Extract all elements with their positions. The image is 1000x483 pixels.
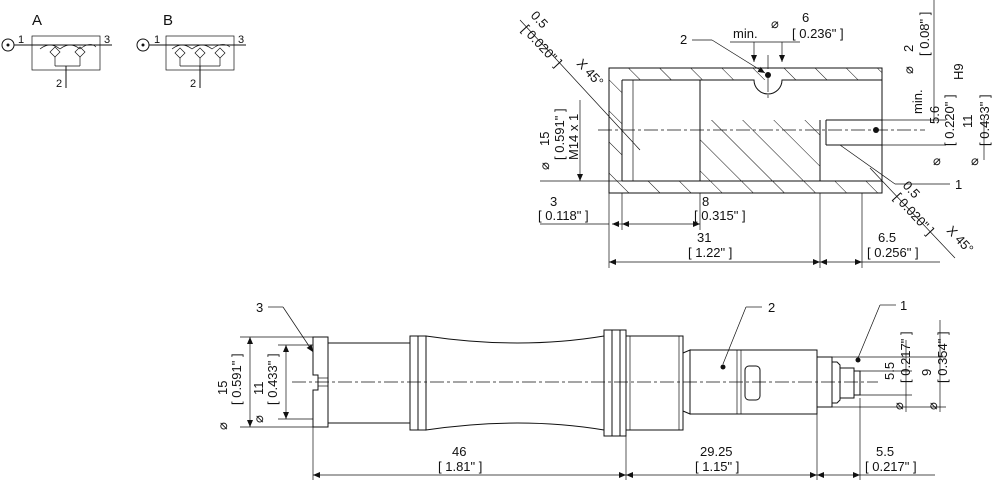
symbol-a-label: A [32,12,42,29]
valve-len2925-in: [ 1.15" ] [695,459,739,474]
valve-diam55-in: [ 0.217" ] [898,331,913,383]
valve-slot [744,365,761,401]
symbol-b-port-1: 1 [154,34,160,46]
min56-mm: 5.6 [927,106,942,124]
cavity-callout-1: 1 [955,177,962,192]
symbol-a-port-2: 2 [56,78,62,90]
depth3-in: [ 0.118" ] [538,208,589,223]
symbol-a-port-3: 3 [104,34,110,46]
depth8-mm: 8 [702,194,709,209]
valve-diam55-mm: 5.5 [882,362,897,380]
cavity-callout-2: 2 [680,32,687,47]
symbol-a-port-1: 1 [18,34,24,46]
valve-body-waist [425,335,605,431]
port-diam-mm: 6 [802,10,809,25]
port-diam-in: [ 0.236" ] [792,26,844,41]
pin-diam-fit: H9 [951,63,966,80]
valve-diam55-symbol: ⌀ [891,402,906,410]
port-diam-symbol: ⌀ [771,16,779,31]
bore11-diam-symbol: ⌀ [971,153,979,168]
valve-diam11-in: [ 0.433" ] [265,353,280,405]
valve-diam15-in: [ 0.591" ] [229,353,244,405]
min56-prefix: min. [910,89,925,114]
cavity-body-outline [608,67,883,194]
valve-len46-mm: 46 [452,444,466,459]
valve-side-view: 3 2 1 15 [ 0.591" ] ⌀ 11 [ 0.433" ] ⌀ 5.… [215,298,950,480]
bore15-mm: 15 [537,132,552,146]
valve-len46-in: [ 1.81" ] [438,459,482,474]
valve-diam11-symbol: ⌀ [251,415,266,423]
valve-diam9-mm: 9 [919,369,934,376]
symbol-a: A 1 3 2 [1,12,112,90]
valve-diam15-symbol: ⌀ [215,422,230,430]
pin-diam-symbol: ⌀ [901,66,916,74]
symbol-b-port-2: 2 [190,78,196,90]
depth31-in: [ 1.22" ] [688,245,732,260]
symbol-b-port-3: 3 [238,34,244,46]
valve-callout-1: 1 [900,298,907,313]
valve-len55-in: [ 0.217" ] [865,459,917,474]
valve-diam9-in: [ 0.354" ] [935,331,950,383]
valve-len55-mm: 5.5 [876,444,894,459]
symbol-a-envelope [31,35,101,71]
valve-len2925-mm: 29.25 [700,444,733,459]
valve-thread [625,335,684,431]
pin-diam-in: [ 0.08" ] [917,12,932,56]
chamfer-left-angle: X 45° [574,56,607,90]
min56-diam-symbol: ⌀ [933,153,941,168]
cavity-section: 0.5 [ 0.020" ] X 45° 2 min. ⌀ 6 [ 0.236"… [519,0,992,268]
symbol-b: B 1 3 2 [136,12,246,90]
depth3-mm: 3 [550,194,557,209]
depth65-mm: 6.5 [878,230,896,245]
port-diam-prefix: min. [733,26,758,41]
depth65-in: [ 0.256" ] [867,245,919,260]
valve-body-rear [327,342,411,424]
bore15-diam-symbol: ⌀ [537,162,552,170]
min56-in: [ 0.220" ] [942,94,957,146]
valve-diam15-mm: 15 [215,381,230,395]
valve-diam9-symbol: ⌀ [925,402,940,410]
bore11-in: [ 0.433" ] [977,94,992,146]
bore15-in: [ 0.591" ] [552,108,567,160]
valve-callout-3: 3 [256,300,263,315]
depth8-in: [ 0.315" ] [694,208,746,223]
valve-callout-2: 2 [768,300,775,315]
thread-label: M14 x 1 [566,114,581,160]
valve-diam11-mm: 11 [251,382,266,396]
depth31-mm: 31 [697,230,711,245]
bore11-mm: 11 [960,115,975,129]
symbol-b-label: B [163,12,173,29]
pin-diam-mm: 2 [901,45,916,52]
